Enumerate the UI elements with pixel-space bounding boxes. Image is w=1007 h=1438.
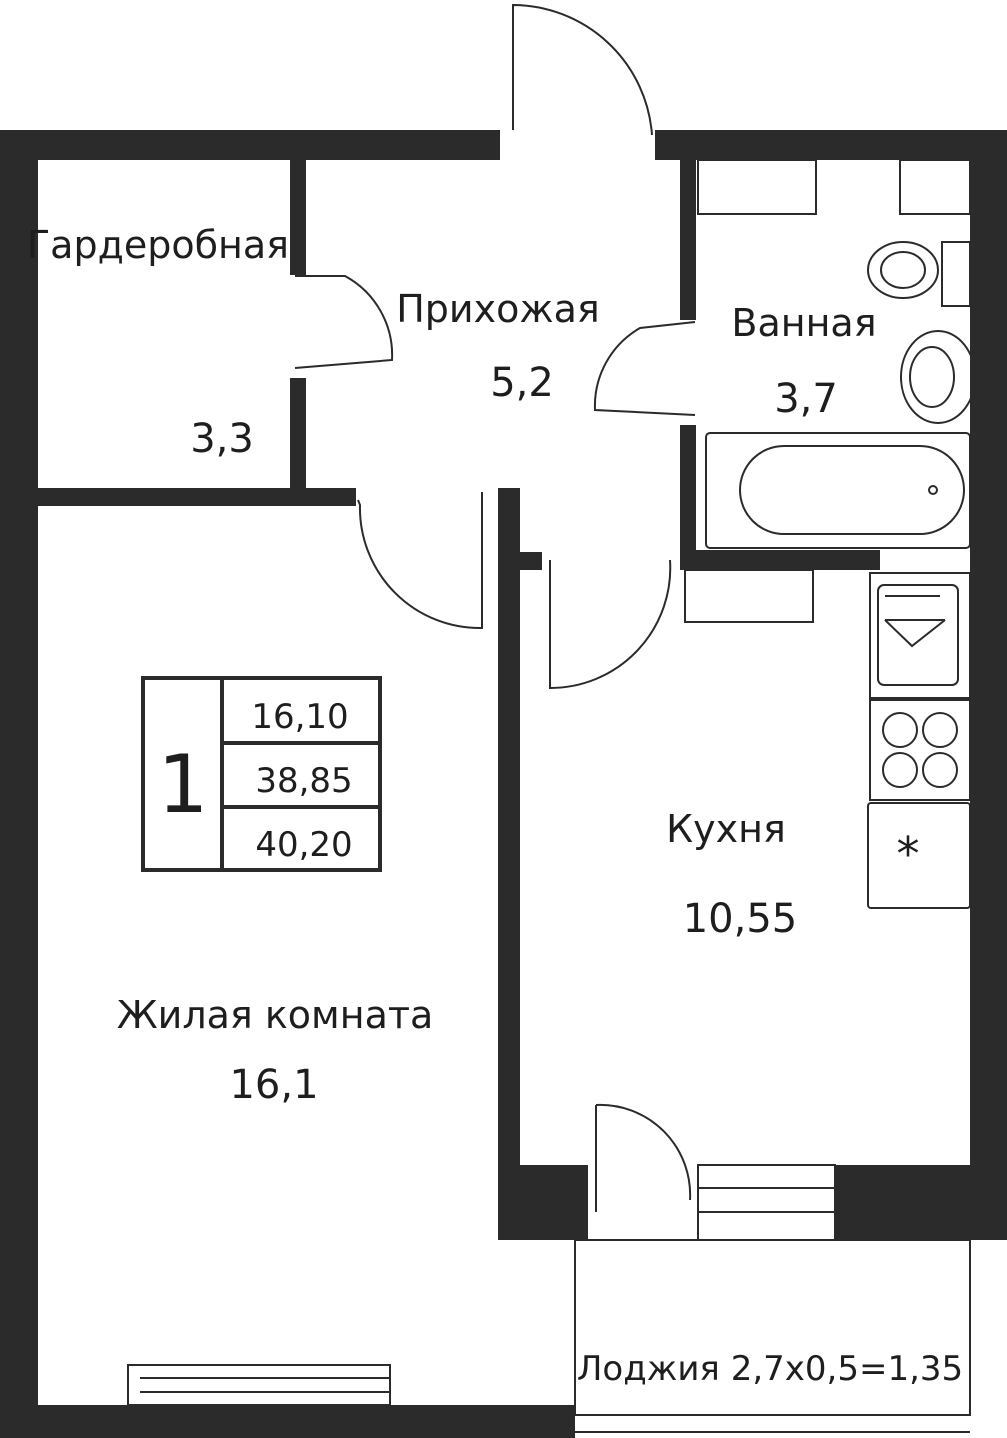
wall-loggia-left — [498, 1165, 588, 1240]
rooms-count: 1 — [158, 738, 209, 831]
total-area-with-loggia-value: 40,20 — [255, 825, 352, 865]
toilet-icon — [867, 241, 939, 299]
living-area-value: 16,10 — [251, 697, 348, 737]
loggia-door — [595, 1103, 692, 1212]
bathroom-name: Ванная — [731, 301, 876, 345]
living-area: 16,1 — [229, 1062, 318, 1108]
wardrobe-area: 3,3 — [190, 416, 254, 462]
bathroom-area: 3,7 — [774, 376, 838, 422]
walls — [0, 130, 1007, 1438]
window-living — [127, 1364, 391, 1406]
wall-top-right — [655, 130, 1007, 160]
vent-niche-2 — [899, 159, 971, 215]
wardrobe-name: Гардеробная — [27, 223, 289, 267]
wall-living-kitchen — [498, 488, 520, 1168]
kitchen-sink-icon — [869, 572, 971, 699]
wall-stub — [520, 552, 542, 570]
loggia-name: Лоджия 2,7х0,5=1,35 — [577, 1349, 963, 1389]
wall-bottom — [0, 1405, 575, 1438]
kitchen-name: Кухня — [666, 807, 786, 851]
wall-bath-bottom — [680, 550, 880, 570]
hall-name: Прихожая — [396, 287, 600, 331]
bathtub-icon — [705, 432, 971, 549]
total-area-value: 38,85 — [255, 761, 352, 801]
toilet-tank-icon — [941, 241, 971, 307]
details — [127, 3, 976, 1433]
wall-bath-lower — [680, 425, 696, 555]
wall-top-left — [0, 130, 500, 160]
stove-icon — [869, 699, 971, 801]
vent-niche-3 — [684, 569, 814, 623]
wall-bath-upper — [680, 160, 696, 320]
hall-area: 5,2 — [490, 360, 554, 406]
wall-wardrobe-lower — [290, 378, 306, 493]
wall-loggia-right — [835, 1165, 1007, 1240]
freezer-icon: * — [897, 827, 920, 881]
sink-icon — [900, 330, 976, 424]
entrance-door — [512, 3, 653, 136]
kitchen-area: 10,55 — [683, 896, 798, 942]
vent-niche-1 — [697, 159, 817, 215]
kitchen-door — [549, 559, 672, 690]
bathroom-door — [593, 321, 696, 416]
fridge-icon — [867, 802, 971, 909]
window-kitchen — [697, 1164, 836, 1241]
living-name: Жилая комната — [117, 993, 434, 1037]
wardrobe-door — [294, 275, 394, 369]
living-door — [357, 492, 483, 630]
wall-left — [0, 130, 38, 1438]
area-info-box — [141, 676, 382, 872]
wall-right — [970, 130, 1007, 1170]
wall-wardrobe-bottom — [38, 488, 356, 506]
wall-wardrobe-upper — [290, 160, 306, 275]
